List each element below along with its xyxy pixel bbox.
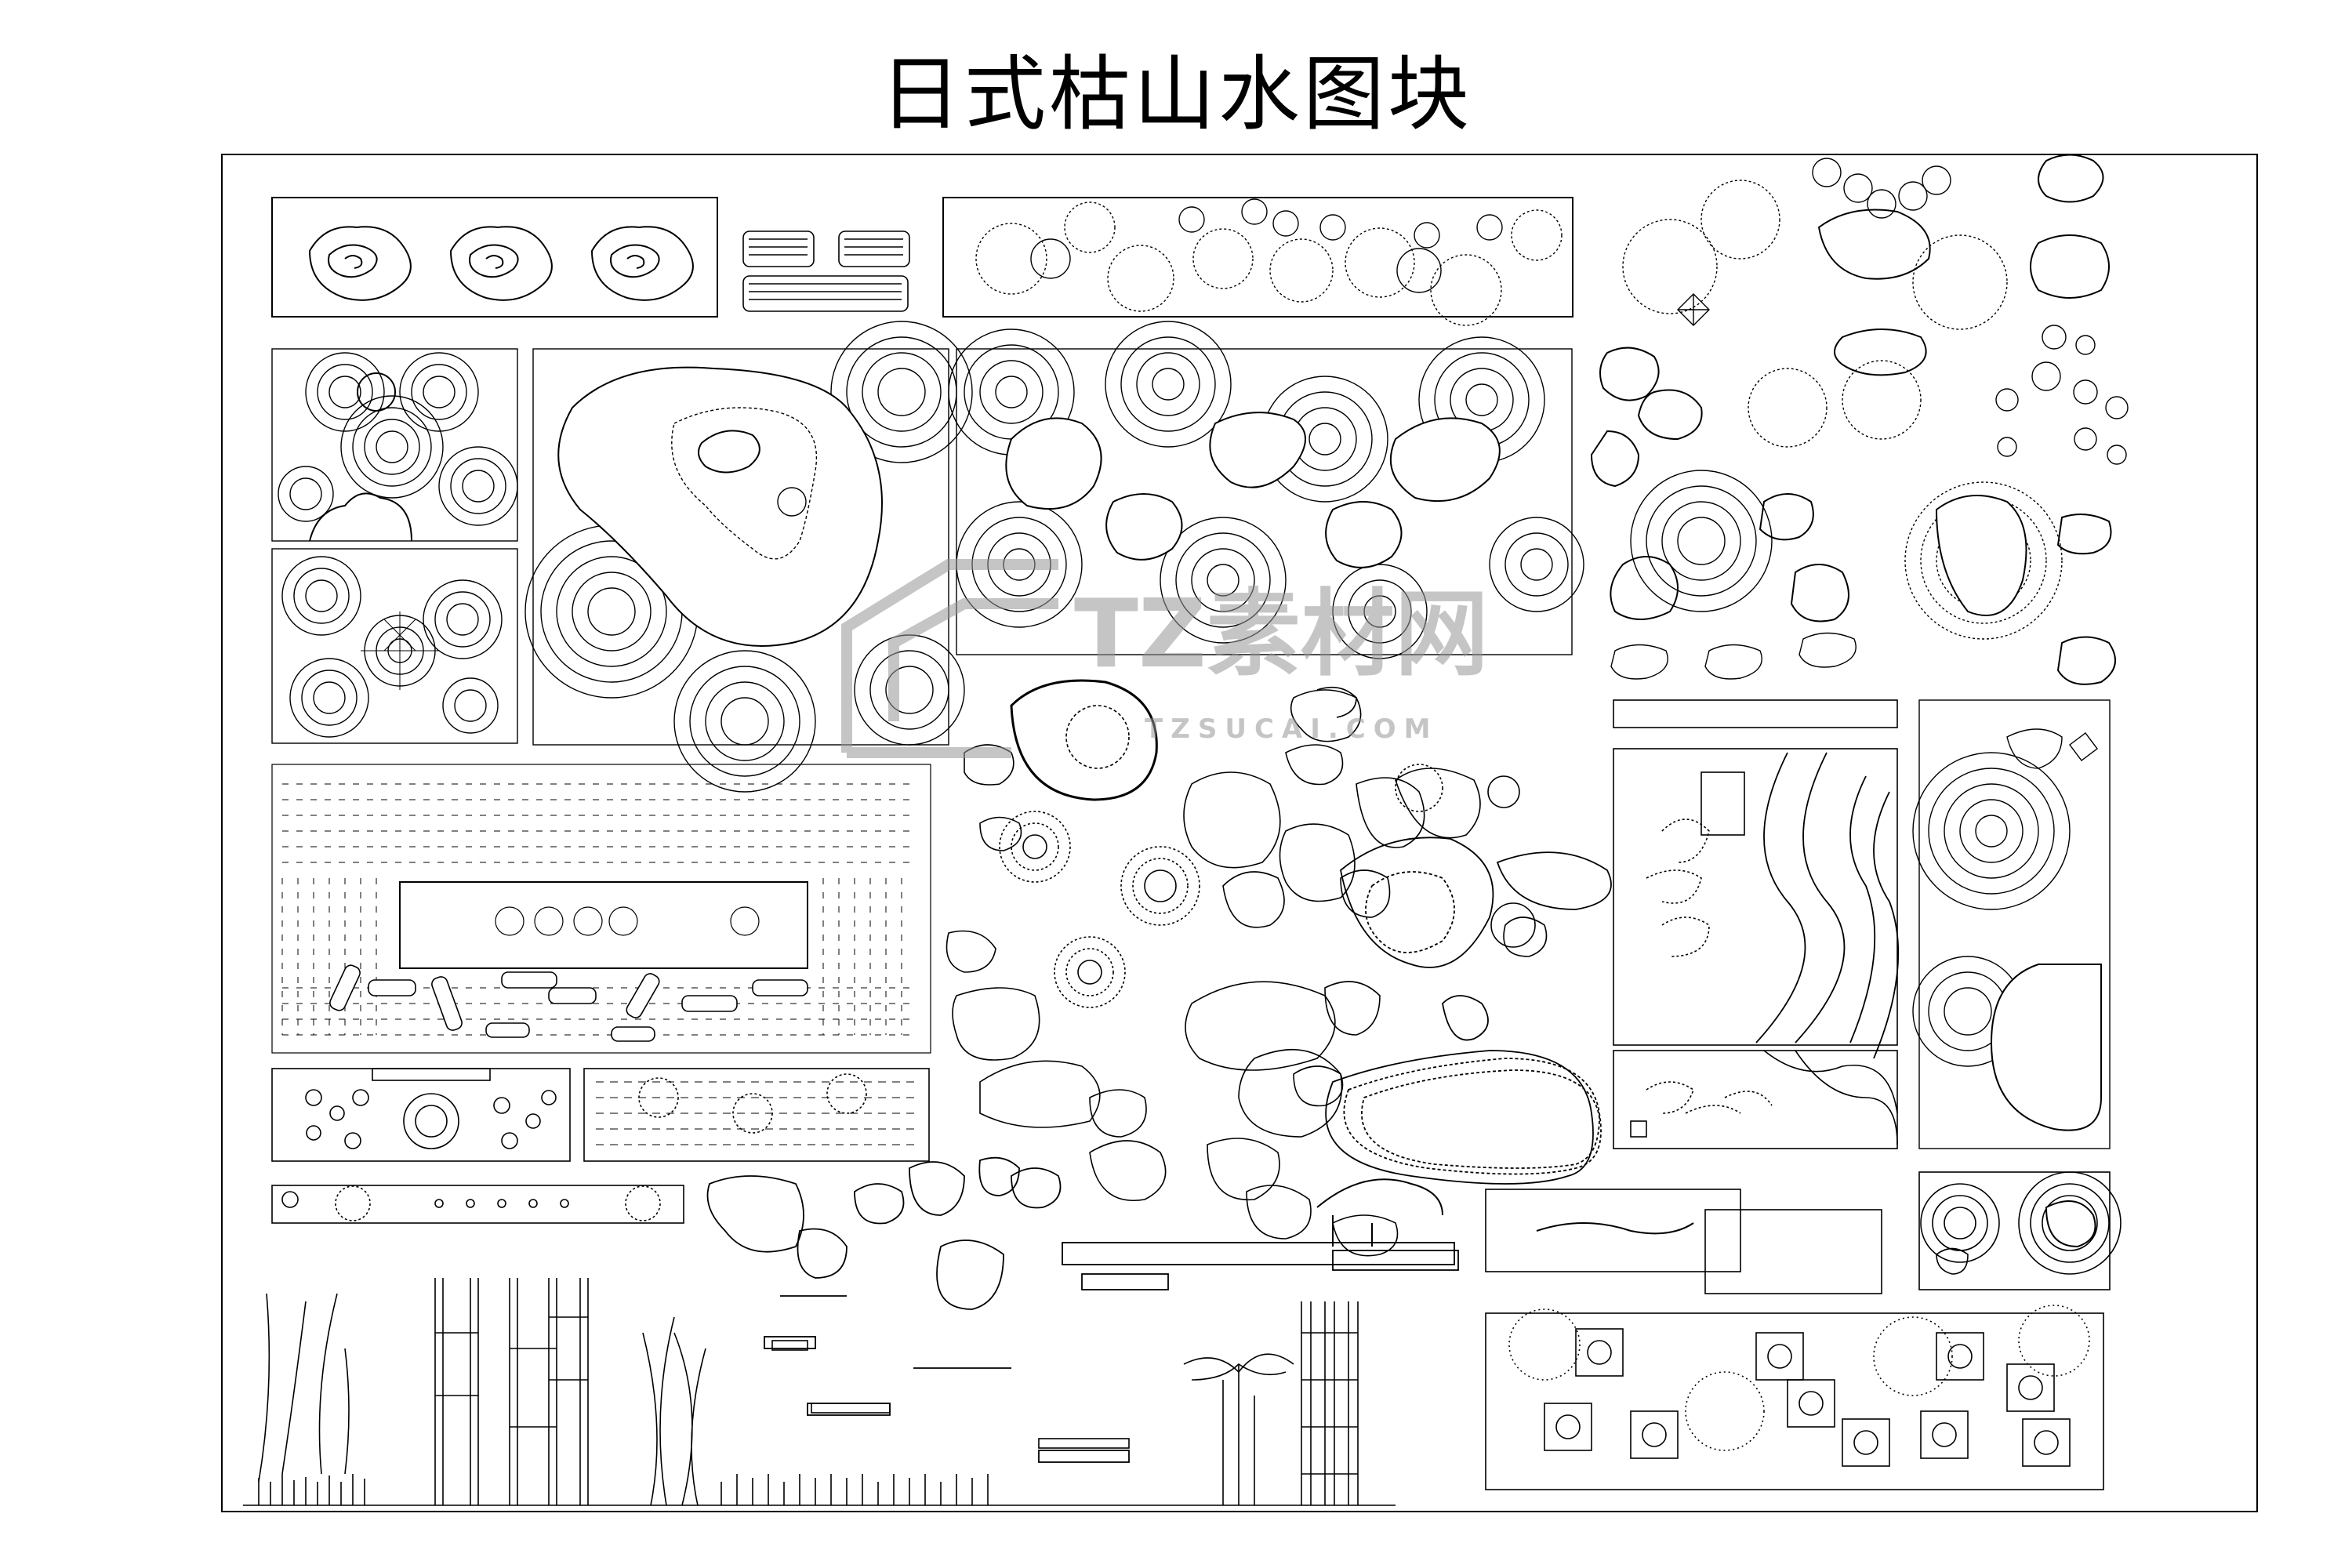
rock-outline-plans bbox=[271, 197, 718, 318]
rock-plan-sets bbox=[1325, 837, 1612, 1185]
pebble-field-with-stepping-circles bbox=[271, 764, 931, 1054]
stone-cluster-plan bbox=[946, 679, 1548, 1257]
lower-rocks-bonsai bbox=[706, 1156, 1459, 1463]
sheet-frame bbox=[221, 154, 2258, 1512]
ripple-garden-2 bbox=[271, 548, 518, 744]
ripple-sand-pattern-1 bbox=[271, 348, 518, 542]
spiky-shrub-square-pavers bbox=[1485, 1305, 2104, 1490]
tree-rock-cluster-plan bbox=[1590, 154, 2129, 488]
wood-plank-plans bbox=[742, 230, 910, 312]
pine-shrub-row bbox=[942, 197, 1573, 326]
gravel-strips bbox=[271, 1068, 930, 1224]
stone-ripple-field bbox=[948, 321, 1584, 659]
stream-tree-panels bbox=[1613, 699, 1900, 1149]
rock-tree-panels bbox=[1485, 1171, 2122, 1294]
sheet-title: 日式枯山水图块 bbox=[879, 46, 1472, 142]
bamboo-plant-elevations bbox=[243, 1278, 1396, 1506]
ripple-tree-panel bbox=[1912, 699, 2111, 1149]
ripple-circle-cluster bbox=[1610, 470, 2116, 685]
island-ripple-garden bbox=[524, 321, 973, 793]
